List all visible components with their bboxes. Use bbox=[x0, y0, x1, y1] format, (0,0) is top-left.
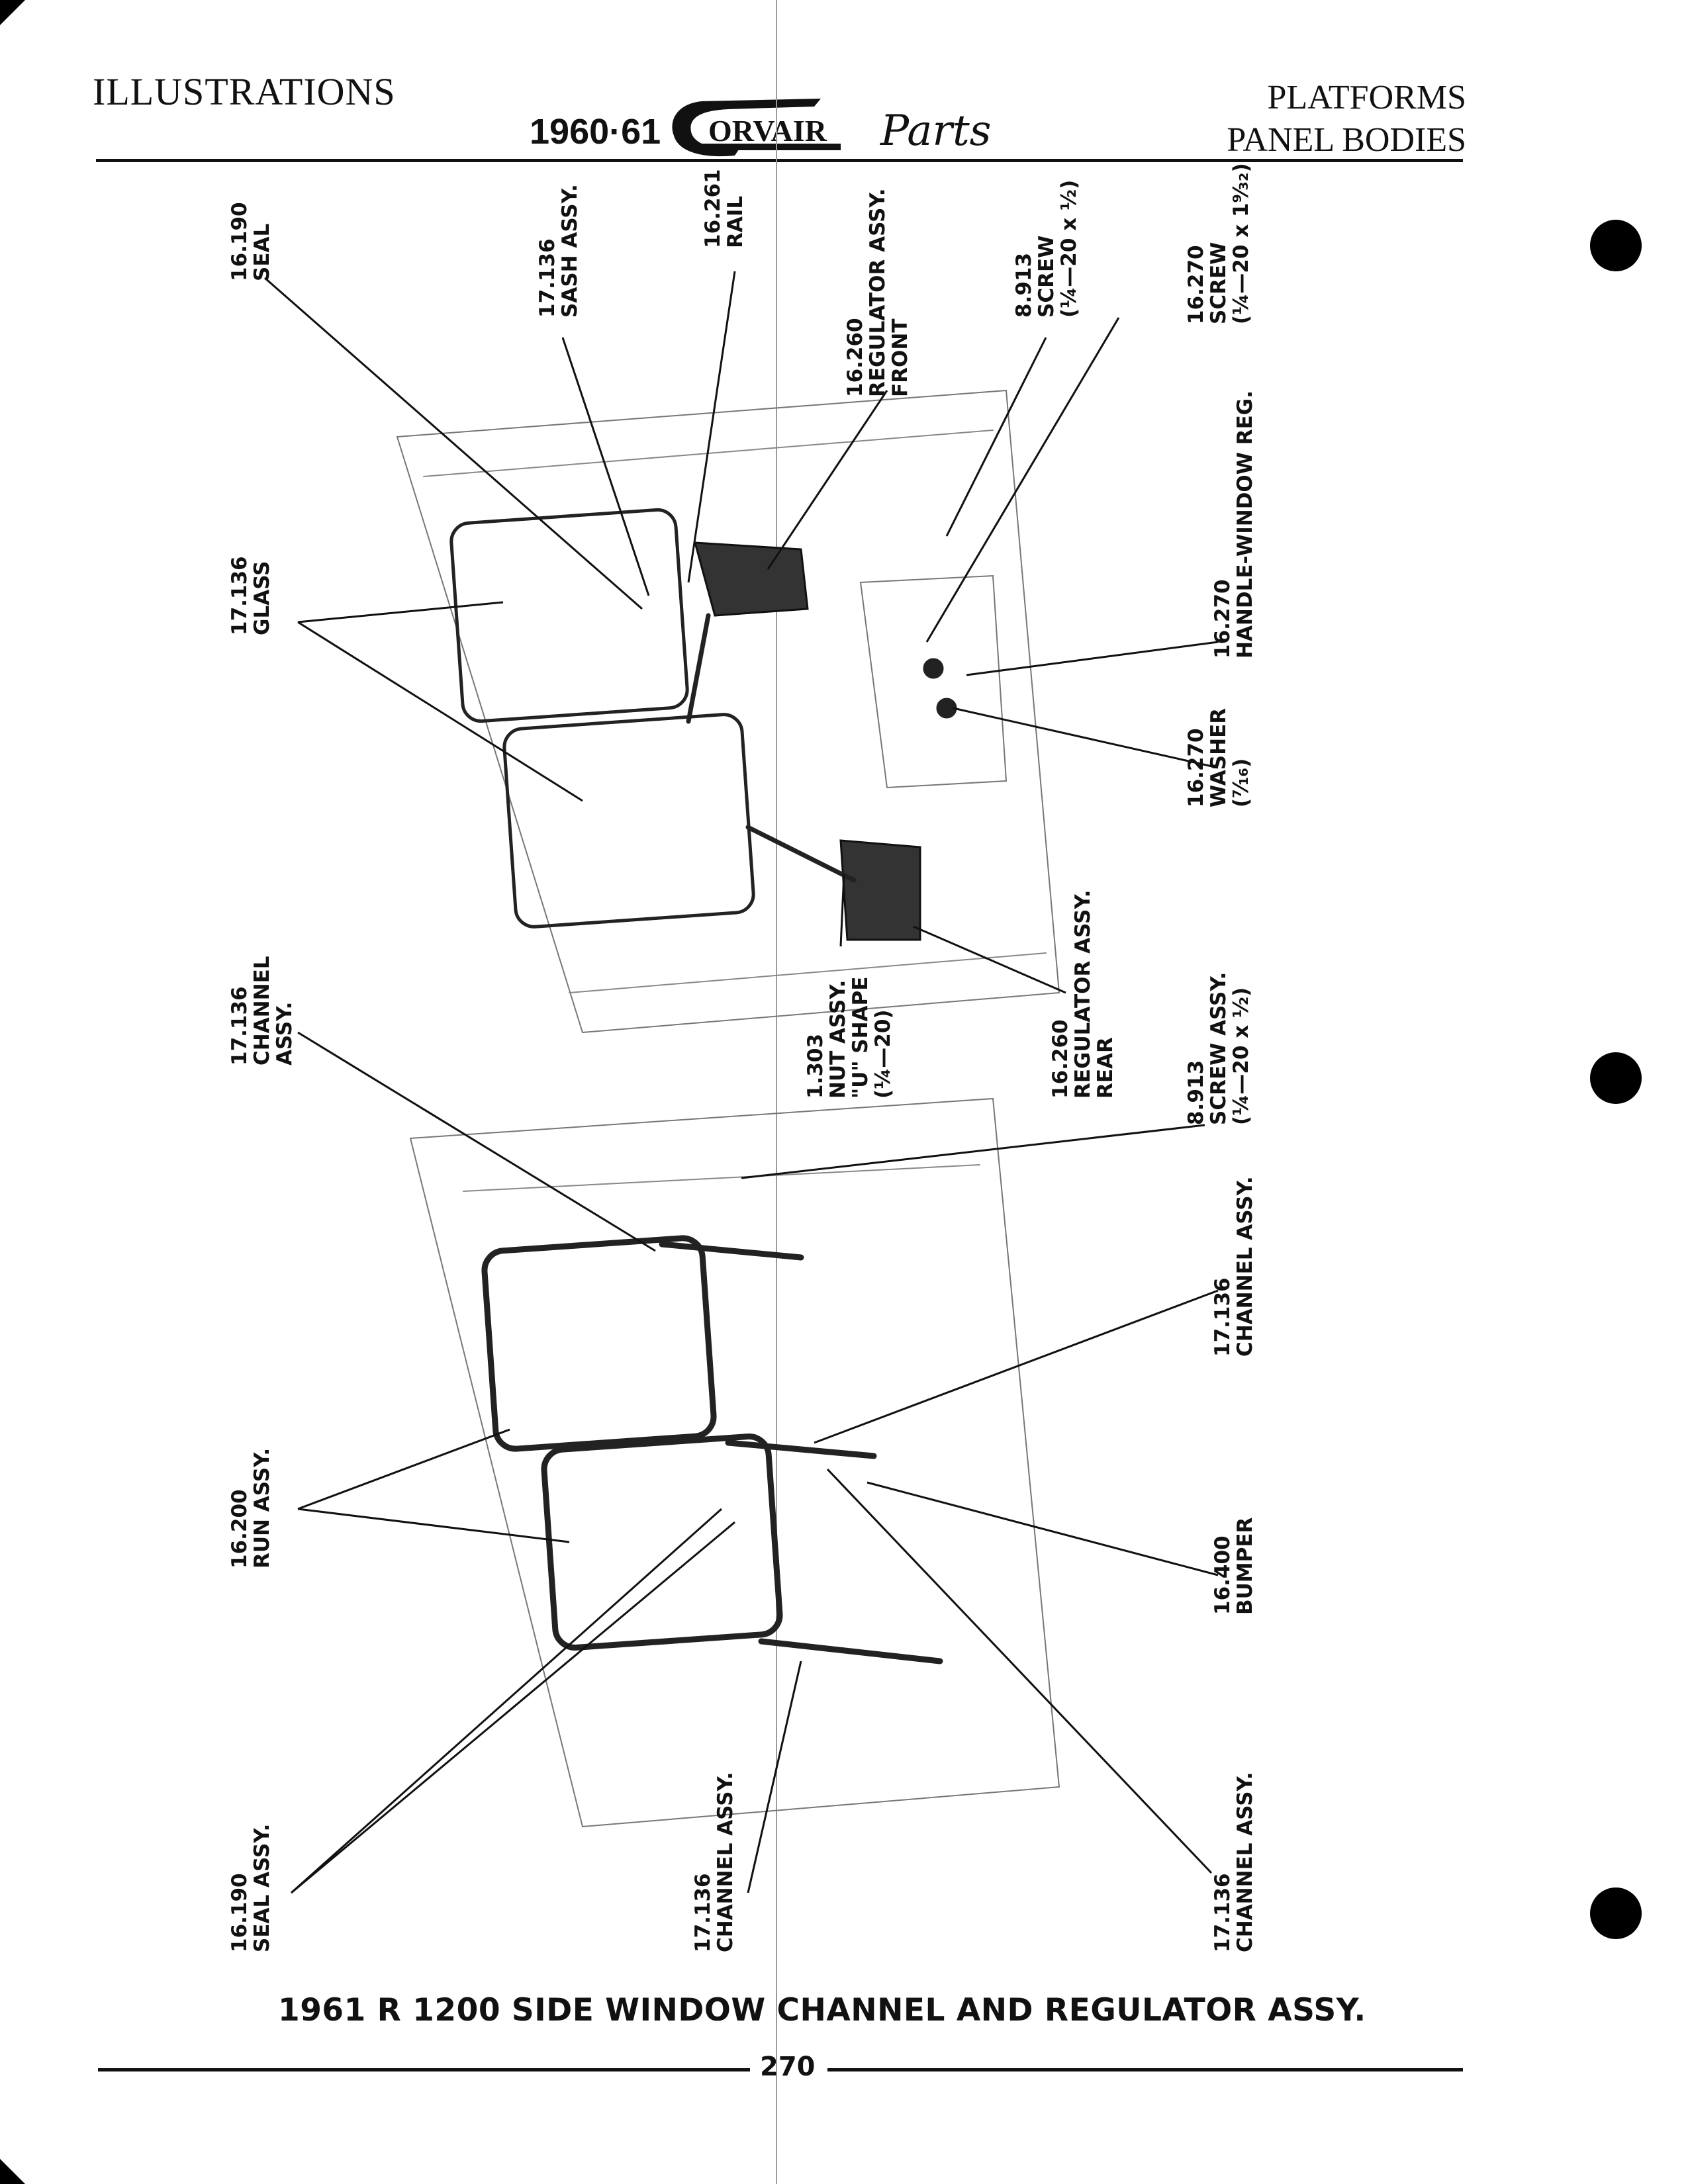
label-washer: 16.270 WASHER (⁷⁄₁₆) bbox=[1184, 707, 1253, 807]
binder-hole bbox=[1590, 1888, 1642, 1939]
label-seal: 16.190 SEAL bbox=[228, 202, 274, 281]
label-channel-assy-right-1: 17.136 CHANNEL ASSY. bbox=[1211, 1176, 1257, 1357]
corner-mark bbox=[0, 0, 25, 25]
figure-caption: 1961 R 1200 SIDE WINDOW CHANNEL AND REGU… bbox=[278, 1992, 1366, 2028]
label-handle-window-reg: 16.270 HANDLE-WINDOW REG. bbox=[1211, 390, 1257, 659]
label-screw-16270: 16.270 SCREW (¼—20 x 1⁹⁄₃₂) bbox=[1184, 163, 1253, 324]
corvair-parts-logo: ORVAIR Parts bbox=[672, 99, 992, 157]
label-channel-assy-right-2: 17.136 CHANNEL ASSY. bbox=[1211, 1772, 1257, 1952]
label-sash-assy: 17.136 SASH ASSY. bbox=[536, 184, 582, 318]
label-bumper: 16.400 BUMPER bbox=[1211, 1517, 1257, 1615]
label-screw-8913: 8.913 SCREW (¼—20 x ½) bbox=[1012, 179, 1081, 318]
label-seal-assy: 16.190 SEAL ASSY. bbox=[228, 1823, 274, 1952]
label-nut-assy: 1.303 NUT ASSY. "U" SHAPE (¼—20) bbox=[804, 976, 895, 1099]
footer-rule-right bbox=[827, 2068, 1463, 2071]
header-rule bbox=[96, 159, 1463, 162]
binder-hole bbox=[1590, 220, 1642, 271]
year-range: 1960·61 bbox=[530, 112, 661, 152]
corner-mark bbox=[0, 2159, 25, 2184]
label-screw-assy: 8.913 SCREW ASSY. (¼—20 x ½) bbox=[1184, 972, 1253, 1125]
fold-line bbox=[776, 0, 777, 2184]
label-regulator-front: 16.260 REGULATOR ASSY. FRONT bbox=[843, 188, 912, 397]
category-line-1: PLATFORMS bbox=[1267, 79, 1466, 116]
label-run-assy: 16.200 RUN ASSY. bbox=[228, 1447, 274, 1569]
logo-script: Parts bbox=[880, 107, 992, 156]
logo-text: ORVAIR bbox=[708, 114, 827, 148]
label-channel-assy-center: 17.136 CHANNEL ASSY. bbox=[691, 1772, 737, 1952]
section-title: ILLUSTRATIONS bbox=[93, 70, 396, 113]
label-regulator-rear: 16.260 REGULATOR ASSY. REAR bbox=[1049, 889, 1117, 1099]
binder-hole bbox=[1590, 1052, 1642, 1104]
category-line-2: PANEL BODIES bbox=[1227, 121, 1466, 159]
label-glass: 17.136 GLASS bbox=[228, 556, 274, 635]
footer-rule-left bbox=[98, 2068, 750, 2071]
label-channel-assy-upper: 17.136 CHANNEL ASSY. bbox=[228, 956, 297, 1066]
label-rail: 16.261 RAIL bbox=[701, 169, 747, 248]
page-number: 270 bbox=[760, 2052, 816, 2082]
